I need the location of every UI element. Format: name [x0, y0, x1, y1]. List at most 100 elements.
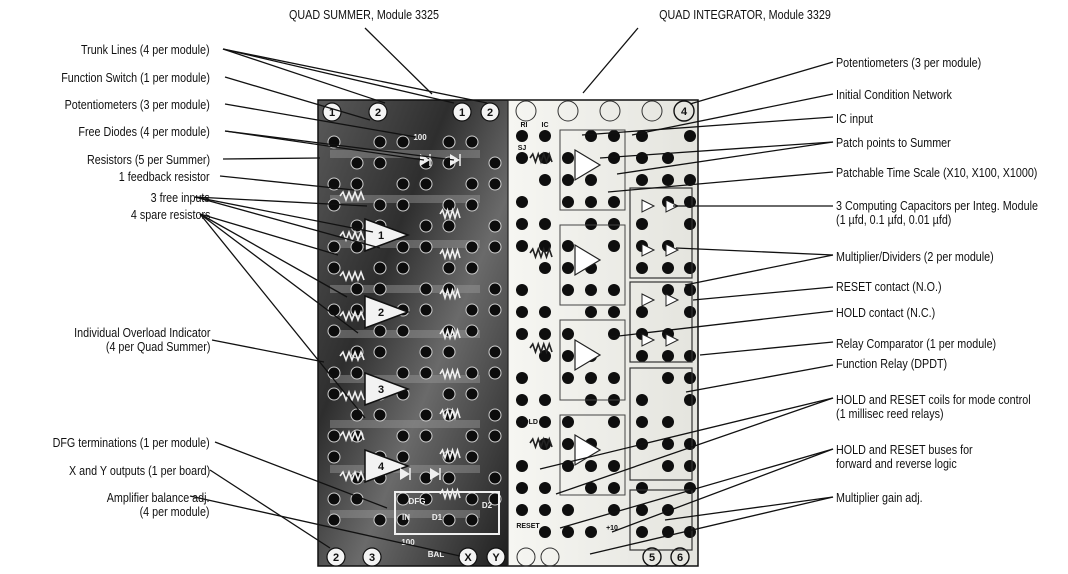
- integrator-patch-jack: [636, 152, 648, 164]
- integrator-amp-symbol: [574, 148, 602, 182]
- integrator-patch-jack: [562, 526, 574, 538]
- label-overload-indicator: Individual Overload Indicator(4 per Quad…: [73, 326, 210, 354]
- multiplier-amp-symbol: [665, 293, 680, 307]
- integrator-patch-jack: [684, 350, 696, 362]
- amplifier-symbol: [364, 371, 411, 407]
- integrator-patch-jack: [516, 416, 528, 428]
- leader-line: [222, 48, 455, 104]
- multiplier-amp-symbol: [641, 243, 656, 257]
- integrator-patch-jack: [636, 482, 648, 494]
- dfg-box: [394, 491, 500, 535]
- summer-patch-jack: [373, 408, 387, 422]
- resistor-symbol: [439, 367, 461, 381]
- integrator-patch-jack: [516, 482, 528, 494]
- integrator-patch-jack: [585, 130, 597, 142]
- integrator-patch-jack: [608, 416, 620, 428]
- summer-patch-jack: [350, 408, 364, 422]
- summer-patch-jack: [488, 219, 502, 233]
- label-potentiometers-left: Potentiometers (3 per module): [64, 98, 210, 112]
- leader-line: [675, 247, 834, 256]
- integrator-patch-jack: [608, 306, 620, 318]
- integrator-top-number: 4: [681, 106, 688, 118]
- summer-patch-jack: [373, 198, 387, 212]
- integrator-patch-jack: [608, 196, 620, 208]
- resistor-symbol: [439, 207, 461, 221]
- output-jack-number: 3: [369, 552, 375, 564]
- summer-patch-jack: [419, 345, 433, 359]
- integrator-patch-jack: [516, 372, 528, 384]
- resistor-symbol: [339, 309, 365, 323]
- integrator-resistor-symbol: [529, 246, 553, 260]
- integrator-pot-socket: [599, 100, 621, 122]
- integrator-patch-jack: [516, 196, 528, 208]
- resistor-symbol: [339, 469, 365, 483]
- leader-line: [699, 341, 834, 356]
- integrator-patch-jack: [539, 306, 551, 318]
- summer-patch-jack: [419, 177, 433, 191]
- summer-patch-jack: [488, 408, 502, 422]
- resistor-symbol: [339, 269, 365, 283]
- leader-line: [224, 130, 455, 161]
- summer-patch-jack: [396, 324, 410, 338]
- diode-symbol: [450, 154, 460, 166]
- resistor-symbol: [339, 389, 365, 403]
- trunk-jack-number: 2: [375, 107, 381, 119]
- label-time-scale: Patchable Time Scale (X10, X100, X1000): [836, 166, 1038, 180]
- resistor-symbol: [339, 349, 365, 363]
- leader-line: [199, 213, 348, 298]
- summer-patch-jack: [396, 492, 410, 506]
- summer-patch-jack: [465, 198, 479, 212]
- integrator-patch-jack: [662, 262, 674, 274]
- summer-patch-jack: [465, 240, 479, 254]
- integrator-patch-jack: [636, 526, 648, 538]
- integrator-patch-jack: [662, 460, 674, 472]
- label-free-inputs: 3 free inputs: [150, 191, 210, 205]
- integrator-patch-jack: [539, 350, 551, 362]
- ri-mark: RI: [521, 122, 528, 129]
- label-spare-resistors: 4 spare resistors: [130, 208, 210, 222]
- summer-patch-jack: [373, 324, 387, 338]
- summer-patch-jack: [327, 387, 341, 401]
- integrator-patch-jack: [608, 240, 620, 252]
- label-resistors: Resistors (5 per Summer): [86, 153, 210, 167]
- output-jack: [362, 547, 382, 567]
- leader-line: [555, 397, 834, 495]
- integrator-patch-jack: [636, 306, 648, 318]
- multiplier-box: [629, 367, 693, 481]
- leader-line: [209, 469, 331, 549]
- label-feedback-resistor: 1 feedback resistor: [119, 170, 210, 184]
- summer-patch-jack: [396, 513, 410, 527]
- integrator-patch-jack: [516, 218, 528, 230]
- integrator-bottom-socket: [516, 547, 536, 567]
- label-xy-outputs: X and Y outputs (1 per board): [68, 464, 210, 478]
- trunk-jack-number: 1: [329, 107, 335, 119]
- integrator-patch-jack: [539, 526, 551, 538]
- integrator-section-box: [559, 129, 626, 211]
- resistor-symbol: [439, 407, 461, 421]
- multiplier-box: [629, 489, 693, 551]
- leader-line: [692, 286, 834, 301]
- leader-line: [194, 196, 381, 249]
- integrator-patch-jack: [608, 482, 620, 494]
- integrator-section-box: [559, 319, 626, 401]
- diode-symbol: [400, 468, 410, 480]
- integrator-patch-jack: [539, 240, 551, 252]
- summer-patch-jack: [465, 177, 479, 191]
- summer-patch-jack: [373, 513, 387, 527]
- integrator-patch-jack: [562, 174, 574, 186]
- reset-mark: RESET: [516, 523, 540, 530]
- summer-patch-jack: [327, 324, 341, 338]
- leader-line: [609, 310, 834, 338]
- integrator-patch-jack: [684, 284, 696, 296]
- summer-patch-jack: [442, 135, 456, 149]
- leader-line: [607, 171, 834, 193]
- summer-patch-jack: [442, 513, 456, 527]
- output-jack: [458, 547, 478, 567]
- trunk-jack: [368, 102, 388, 122]
- summer-patch-jack: [488, 240, 502, 254]
- leader-line: [581, 116, 834, 136]
- integrator-patch-jack: [636, 394, 648, 406]
- integrator-patch-jack: [516, 284, 528, 296]
